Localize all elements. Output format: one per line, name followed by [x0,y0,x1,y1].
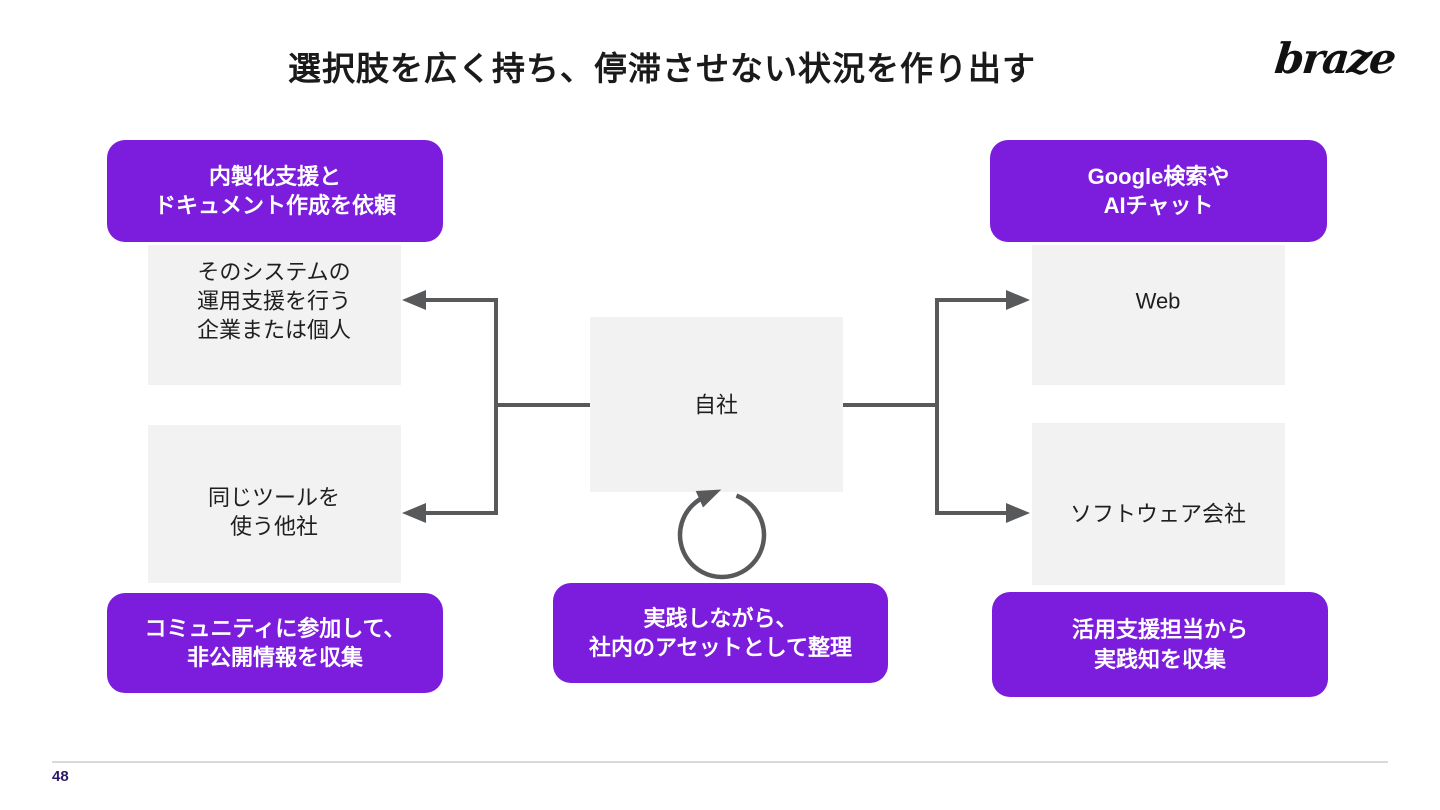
right-arrowheads [1006,290,1030,523]
right-connector-arrows [843,298,1008,515]
cycle-arrow-icon [677,489,767,580]
badge-right-bottom: 活用支援担当から 実践知を収集 [992,592,1328,697]
box-left-top [148,245,401,385]
left-arrowheads [402,290,426,523]
box-left-bottom-label: 同じツールを 使う他社 [207,484,340,539]
left-connector-arrows [424,298,590,515]
badge-center-bottom: 実践しながら、 社内のアセットとして整理 [553,583,888,683]
braze-logo: braze [1272,34,1397,83]
badge-left-top: 内製化支援と ドキュメント作成を依頼 [107,140,443,242]
box-center [590,317,843,492]
box-left-top-label: そのシステムの 運用支援を行う 企業または個人 [196,259,351,343]
box-right-bottom [1032,423,1285,585]
box-right-top-label: Web [1135,288,1181,314]
box-left-bottom [148,425,401,583]
box-right-bottom-label: ソフトウェア会社 [1069,501,1246,527]
box-center-label: 自社 [693,392,738,418]
box-right-top [1032,245,1285,385]
page-number: 48 [52,768,69,785]
footer-divider [52,761,1388,763]
badge-right-top: Google検索や AIチャット [990,140,1327,242]
badge-left-bottom: コミュニティに参加して、 非公開情報を収集 [107,593,443,693]
page-title: 選択肢を広く持ち、停滞させない状況を作り出す [288,50,1036,87]
